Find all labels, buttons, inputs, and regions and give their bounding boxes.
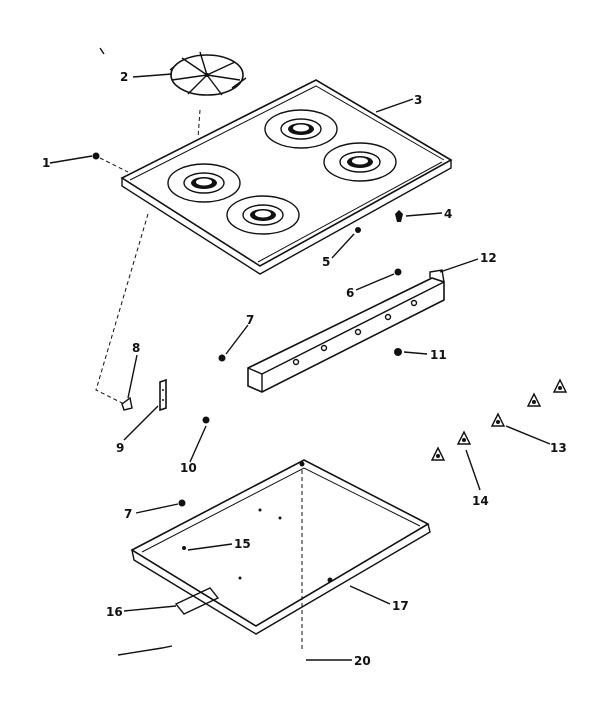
knob-clip-1 [552,378,568,393]
screw-part-6 [394,268,402,276]
screw-part-1 [92,152,100,160]
label-part-9: 9 [116,441,124,455]
label-part-7-lower: 7 [124,507,132,521]
cooktop-main-top [120,79,453,275]
leader-lines [49,47,551,661]
burner-front-left [167,163,241,203]
label-part-4: 4 [444,207,452,221]
fan-blade-part [169,51,247,96]
label-part-14: 14 [472,494,489,508]
label-part-10: 10 [180,461,197,475]
fan-axis-line [197,109,201,139]
label-part-2: 2 [120,70,128,84]
screw-part-7-upper [218,354,226,362]
screw-part-4 [395,210,403,222]
label-part-5: 5 [322,255,330,269]
label-part-20: 20 [354,654,371,668]
burner-rear-right [323,142,397,182]
burner-front-right [226,195,300,235]
bracket-guide-line [95,213,149,405]
screw-part-10 [202,416,210,424]
bottom-pan-part [130,459,431,635]
bracket-part-9 [159,378,167,412]
knob-clip-5 [430,446,446,461]
label-part-1: 1 [42,156,50,170]
manifold-panel-part [247,269,445,393]
label-part-13: 13 [550,441,567,455]
label-part-7-upper: 7 [246,313,254,327]
knob-clip-3 [490,412,506,427]
burner-rear-left [264,109,338,149]
bracket-part-8 [121,396,133,411]
label-part-15: 15 [234,537,251,551]
label-part-6: 6 [346,286,354,300]
label-part-17: 17 [392,599,409,613]
knob-clip-4 [456,430,472,445]
label-part-8: 8 [132,341,140,355]
label-part-3: 3 [414,93,422,107]
screw-part-5 [355,227,361,233]
screw-1-guide [99,157,129,173]
screw-part-7-lower [178,499,186,507]
label-part-12: 12 [480,251,497,265]
screw-part-11 [394,348,402,356]
label-part-16: 16 [106,605,123,619]
knob-clip-2 [526,392,542,407]
label-part-11: 11 [430,348,447,362]
